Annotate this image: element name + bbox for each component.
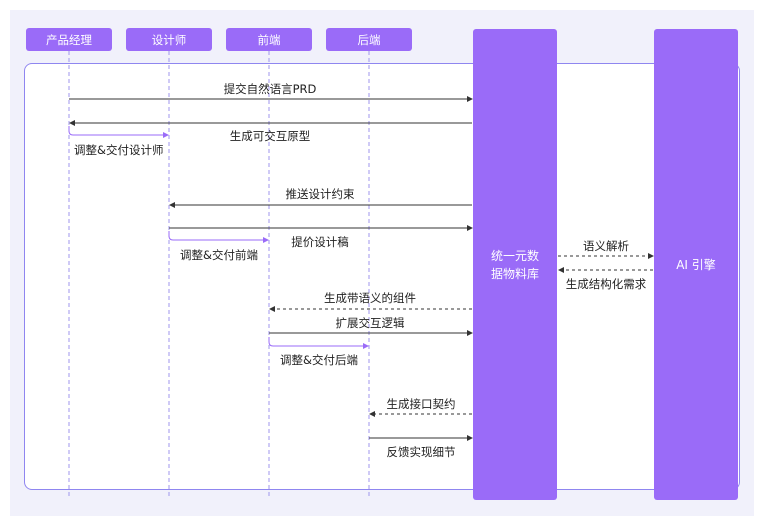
actor-designer: 设计师 [126,28,212,51]
msg-label-feedback-details: 反馈实现细节 [386,445,456,459]
msg-label-push-constraints: 推送设计约束 [285,187,355,201]
msg-label-submit-prd: 提交自然语言PRD [223,82,317,96]
msg-label-submit-design: 提价设计稿 [291,235,349,249]
arrow-deliver-backend [268,337,369,349]
actor-frontend: 前端 [226,28,312,51]
msg-label-api-contract: 生成接口契约 [386,397,456,411]
msg-label-structured-req: 生成结构化需求 [565,277,647,291]
lane-ai-engine-label: AI 引擎 [676,257,716,272]
msg-label-deliver-backend: 调整&交付后端 [280,353,358,367]
lane-database: 统一元数据物料库 [473,29,557,500]
lane-database-label: 统一元数据物料库 [490,248,539,281]
msg-label-generate-prototype: 生成可交互原型 [229,129,311,143]
msg-label-semantic-components: 生成带语义的组件 [324,291,416,305]
arrow-deliver-frontend [168,231,269,243]
interaction-frame [24,63,740,490]
msg-label-deliver-frontend: 调整&交付前端 [180,248,258,262]
msg-label-extend-logic: 扩展交互逻辑 [335,316,405,330]
arrow-deliver-designer [68,126,169,138]
msg-label-semantic-parse: 语义解析 [583,239,629,253]
actor-backend: 后端 [326,28,412,51]
actor-pm: 产品经理 [26,28,112,51]
msg-label-deliver-designer: 调整&交付设计师 [74,143,164,157]
lane-ai-engine: AI 引擎 [654,29,738,500]
